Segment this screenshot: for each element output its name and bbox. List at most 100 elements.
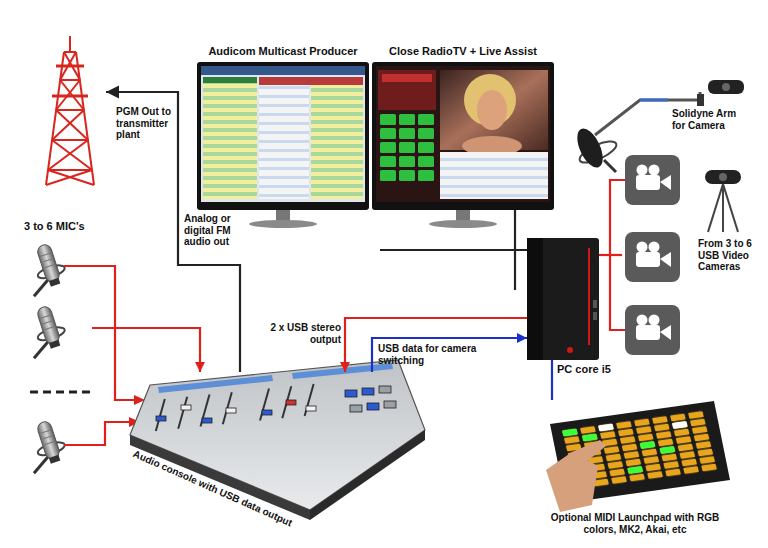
pc-tower	[593, 312, 597, 320]
transmitter-tower	[46, 170, 92, 185]
connector	[599, 255, 622, 256]
right-monitor	[440, 152, 548, 199]
audio-console	[156, 384, 314, 431]
audio-console	[158, 375, 273, 393]
midi-launchpad	[598, 424, 614, 432]
camera-group: From 3 to 6 USB Video Cameras	[622, 150, 682, 360]
audio-console	[367, 403, 379, 410]
node-label: PC core i5	[557, 363, 637, 376]
audio-console	[156, 386, 396, 423]
audio-console	[130, 360, 425, 520]
audio-console	[130, 435, 310, 520]
connector-line	[380, 210, 527, 290]
node-label: From 3 to 6 USB Video Cameras	[698, 238, 766, 273]
audio-console	[379, 386, 391, 393]
microphone	[20, 241, 70, 473]
transmitter-tower	[56, 65, 84, 68]
microphone-group: 3 to 6 MIC's	[22, 240, 92, 475]
audio-console: Audio console with USB data output	[130, 372, 425, 525]
pc-tower	[588, 248, 590, 345]
pc-tower	[527, 238, 599, 360]
right-monitor	[429, 220, 497, 228]
node-label: 3 to 6 MIC's	[24, 220, 114, 233]
left-monitor	[249, 220, 317, 228]
camera-arm	[640, 99, 668, 102]
transmitter-tower: PGM Out to transmitter plant	[40, 42, 106, 190]
camera-arm: Solidyne Arm for Camera	[560, 80, 750, 175]
audio-console	[202, 418, 212, 423]
left-monitor	[203, 77, 257, 199]
webcam-tripod	[705, 170, 741, 232]
camera-icon	[625, 155, 680, 205]
midi-launchpad	[572, 440, 606, 462]
transmitter-tower	[56, 109, 84, 111]
right-monitor	[376, 66, 550, 202]
edge-label: Analog or digital FM audio out	[184, 213, 238, 248]
monitor: Audicom Multicast Producer	[197, 62, 369, 210]
audio-console	[306, 406, 316, 411]
right-monitor	[380, 114, 437, 184]
right-monitor	[382, 74, 432, 82]
left-monitor	[201, 66, 365, 202]
transmitter-tower	[56, 110, 88, 140]
midi-launchpad	[660, 446, 676, 454]
pc-tower	[593, 300, 597, 308]
microphone	[20, 241, 70, 296]
connector	[106, 86, 240, 373]
midi-launchpad: Optional MIDI Launchpad with RGB colors,…	[540, 400, 730, 510]
transmitter-tower	[52, 139, 88, 141]
camera-icon	[625, 155, 680, 355]
left-monitor	[197, 62, 369, 228]
mic-wire	[64, 266, 136, 445]
left-monitor	[197, 62, 369, 210]
midi-launchpad	[546, 452, 598, 512]
node-label: PGM Out to transmitter plant	[116, 106, 176, 141]
connector	[380, 210, 527, 290]
camera-icon	[625, 232, 680, 282]
pc-tower	[567, 347, 573, 353]
transmitter-tower	[52, 95, 88, 98]
webcam-tripod	[705, 170, 741, 184]
left-monitor	[203, 77, 257, 83]
midi-launchpad	[582, 434, 598, 442]
audio-console	[345, 390, 357, 397]
transmitter-tower	[69, 36, 71, 52]
midi-launchpad	[562, 429, 578, 437]
pc-tower: PC core i5	[527, 238, 599, 360]
audio-console	[384, 401, 396, 408]
audio-console	[286, 400, 296, 405]
webcam-tripod	[719, 173, 727, 181]
midi-launchpad	[627, 466, 643, 474]
connector	[372, 333, 527, 372]
connector	[92, 328, 205, 372]
midi-launchpad	[546, 401, 730, 512]
midi-launchpad	[672, 421, 688, 429]
midi-launchpad	[640, 441, 656, 449]
arrowhead	[340, 362, 350, 372]
audio-console	[156, 399, 165, 431]
camera-arm	[697, 94, 704, 106]
node-label: Optional MIDI Launchpad with RGB colors,…	[535, 512, 735, 535]
connector-line	[345, 318, 527, 372]
right-monitor	[372, 62, 554, 228]
right-monitor	[372, 62, 554, 210]
audio-console	[181, 405, 191, 410]
node-label: Solidyne Arm for Camera	[672, 108, 748, 131]
camera-icon	[625, 305, 680, 355]
connector	[552, 360, 553, 400]
transmitter-tower	[48, 169, 92, 171]
connector	[340, 318, 527, 372]
connector-line	[92, 328, 200, 372]
connector-line	[106, 92, 240, 372]
transmitter-tower	[46, 36, 94, 185]
camera-arm	[572, 125, 608, 172]
node-label: Close RadioTV + Live Assist	[372, 45, 554, 58]
more-mics-dashes	[30, 391, 90, 394]
audio-console	[362, 388, 374, 395]
audio-console	[262, 410, 272, 415]
webcam-tripod	[708, 184, 723, 232]
audio-console	[130, 360, 425, 510]
connector-line	[599, 254, 622, 256]
